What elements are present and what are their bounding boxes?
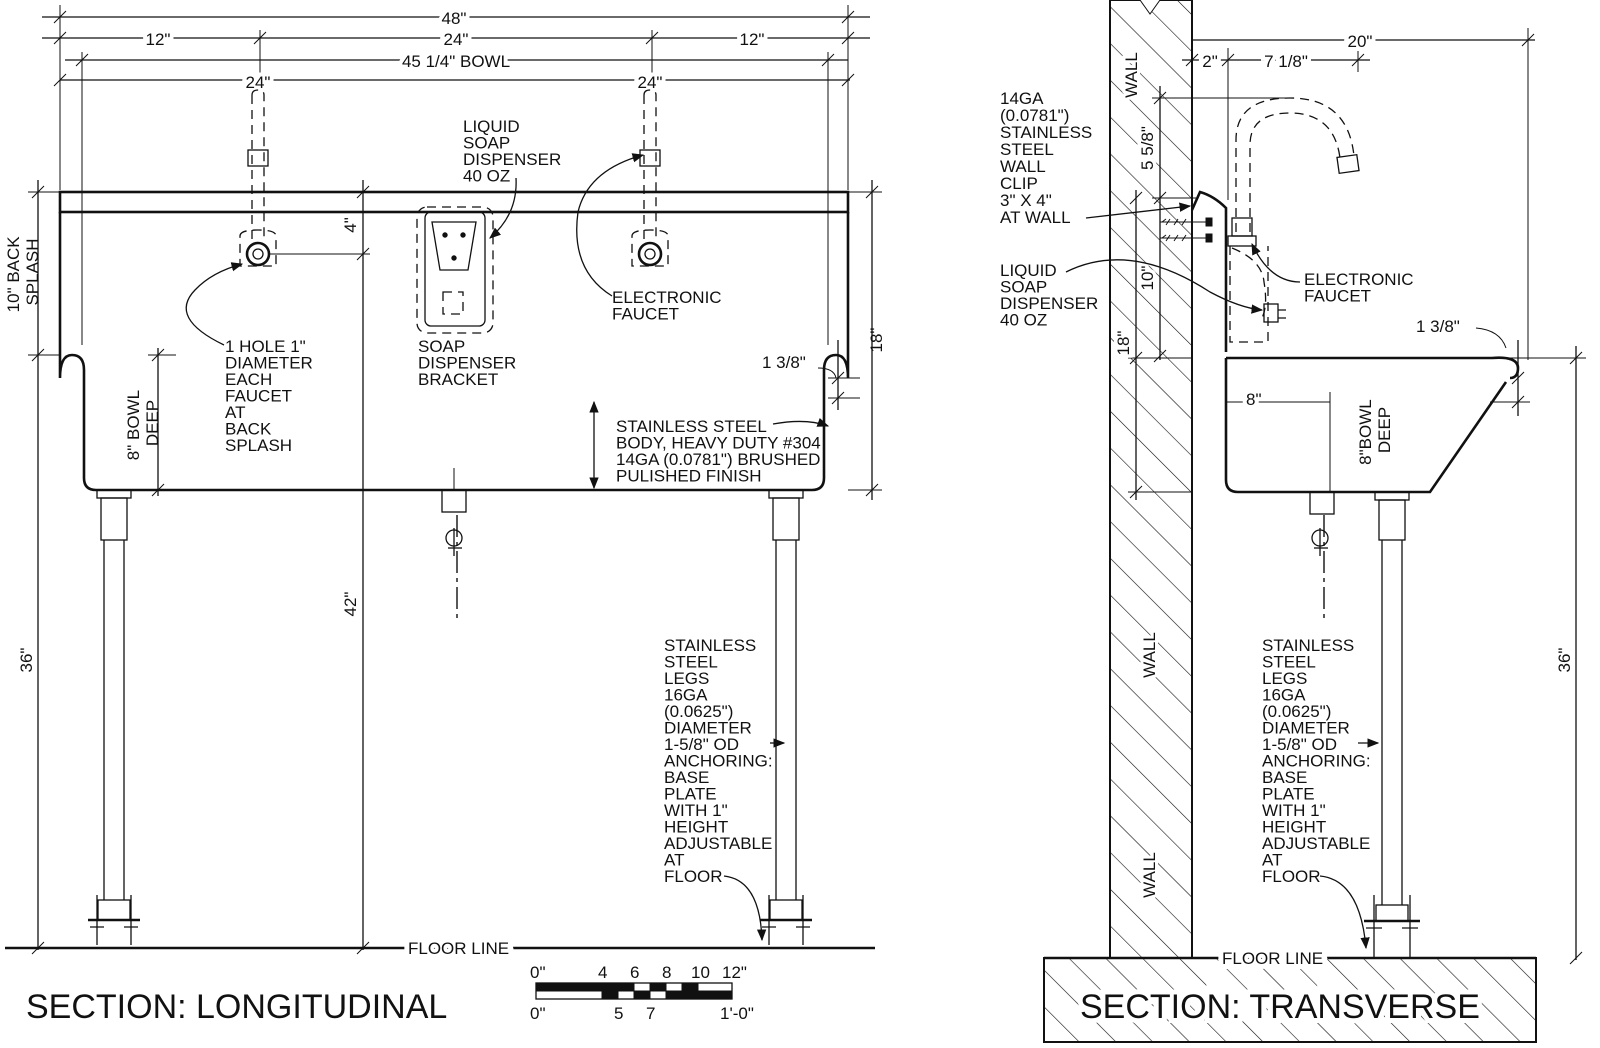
- dim-overall: 48": [442, 9, 467, 28]
- transverse-top-dimensions: 20" 2" 7 1/8": [1182, 25, 1535, 360]
- scale-bottom-1ft: 1'-0": [720, 1004, 754, 1023]
- center-dimensions: 4" 42": [270, 180, 370, 955]
- dim-18-trans: 18": [1114, 331, 1133, 356]
- wall-label-low: WALL: [1140, 852, 1159, 898]
- body-label: STAINLESS STEEL BODY, HEAVY DUTY #304 14…: [616, 417, 825, 486]
- dim-faucet-right: 24": [638, 73, 663, 92]
- scale-top-0: 0": [530, 963, 546, 982]
- hole-label: 1 HOLE 1" DIAMETER EACH FAUCET AT BACK S…: [225, 337, 318, 455]
- scale-top-6: 6: [630, 963, 639, 982]
- dim-10-trans: 10": [1138, 266, 1157, 291]
- back-splash-label: 10" BACK SPLASH: [4, 232, 42, 313]
- faucet-left: [239, 89, 277, 267]
- longitudinal-title: SECTION: LONGITUDINAL: [26, 988, 447, 1026]
- wall-clip-label: 14GA (0.0781") STAINLESS STEEL WALL CLIP…: [1000, 89, 1097, 227]
- left-dimensions: 10" BACK SPLASH 36" 8" BOWL DEEP: [4, 180, 176, 955]
- dim-5-5-8: 5 5/8": [1138, 126, 1157, 170]
- scale-bar: 0" 4 6 8 10 12" 0" 5 7 1'-0": [530, 963, 754, 1023]
- transverse-bowl: 8" 8"BOWL DEEP: [1224, 356, 1520, 494]
- floor-line-label-trans: FLOOR LINE: [1222, 949, 1323, 968]
- transverse-vertical-dims: 5 5/8" 10" 18": [1111, 86, 1290, 500]
- scale-top-10: 10: [691, 963, 710, 982]
- dim-2: 2": [1202, 52, 1218, 71]
- dim-faucet-left: 24": [246, 73, 271, 92]
- top-dimensions: 48" 12" 24" 12" 45 1/4" BOWL 24" 24": [42, 5, 870, 345]
- wall-label-top: WALL: [1122, 52, 1141, 98]
- legs-label-trans: STAINLESS STEEL LEGS 16GA (0.0625") DIAM…: [1262, 636, 1375, 886]
- scale-top-12: 12": [722, 963, 747, 982]
- legs-label-long: STAINLESS STEEL LEGS 16GA (0.0625") DIAM…: [664, 636, 777, 886]
- leg-right: [760, 489, 812, 945]
- electronic-faucet-label-trans: ELECTRONIC FAUCET: [1304, 270, 1418, 306]
- electronic-faucet-label-long: ELECTRONIC FAUCET: [612, 288, 726, 324]
- dim-4: 4": [341, 217, 360, 233]
- scale-bottom-0: 0": [530, 1004, 546, 1023]
- transverse-section: WALL WALL WALL 20" 2" 7 1/8": [1000, 0, 1586, 1043]
- dim-left-12: 12": [146, 30, 171, 49]
- dim-36-trans: 36": [1555, 648, 1574, 673]
- dim-18-right: 18": [867, 328, 886, 353]
- wall-clip: [1160, 190, 1228, 352]
- dim-bowl: 45 1/4" BOWL: [402, 52, 510, 71]
- wall-label-mid: WALL: [1140, 632, 1159, 678]
- faucet-right: [631, 89, 669, 267]
- dim-7-1-8: 7 1/8": [1264, 52, 1308, 71]
- bowl-deep-label-trans: 8"BOWL DEEP: [1356, 395, 1394, 465]
- longitudinal-section: 48" 12" 24" 12" 45 1/4" BOWL 24" 24": [4, 5, 886, 1026]
- wall-labels: WALL WALL WALL: [1119, 49, 1162, 901]
- soap-bracket-label: SOAP DISPENSER BRACKET: [418, 337, 521, 389]
- right-dimensions: 18" 1 3/8": [762, 180, 886, 500]
- scale-bottom-5: 5: [614, 1004, 623, 1023]
- transverse-title: SECTION: TRANSVERSE: [1080, 988, 1480, 1026]
- liquid-soap-label-trans: LIQUID SOAP DISPENSER 40 OZ: [1000, 261, 1103, 330]
- transverse-right-dims: 36" 1 3/8": [1416, 317, 1586, 965]
- dim-42: 42": [341, 592, 360, 617]
- dim-right-12: 12": [740, 30, 765, 49]
- floor-line-label-long: FLOOR LINE: [408, 939, 509, 958]
- leg-transverse: [1364, 491, 1420, 958]
- leg-left: [88, 489, 140, 945]
- dim-center-24: 24": [444, 30, 469, 49]
- dim-36-left: 36": [17, 648, 36, 673]
- scale-top-8: 8: [662, 963, 671, 982]
- dim-1-3-8-long: 1 3/8": [762, 353, 806, 372]
- bowl-deep-label: 8" BOWL DEEP: [124, 386, 162, 460]
- dim-1-3-8-trans: 1 3/8": [1416, 317, 1460, 336]
- dim-8-trans: 8": [1246, 390, 1262, 409]
- liquid-soap-label-long: LIQUID SOAP DISPENSER 40 OZ: [463, 117, 566, 186]
- scale-top-4: 4: [598, 963, 607, 982]
- drain: [441, 468, 467, 622]
- dim-20: 20": [1348, 32, 1373, 51]
- scale-bottom-7: 7: [646, 1004, 655, 1023]
- soap-dispenser-icon: [416, 206, 494, 334]
- transverse-drain: [1309, 491, 1335, 622]
